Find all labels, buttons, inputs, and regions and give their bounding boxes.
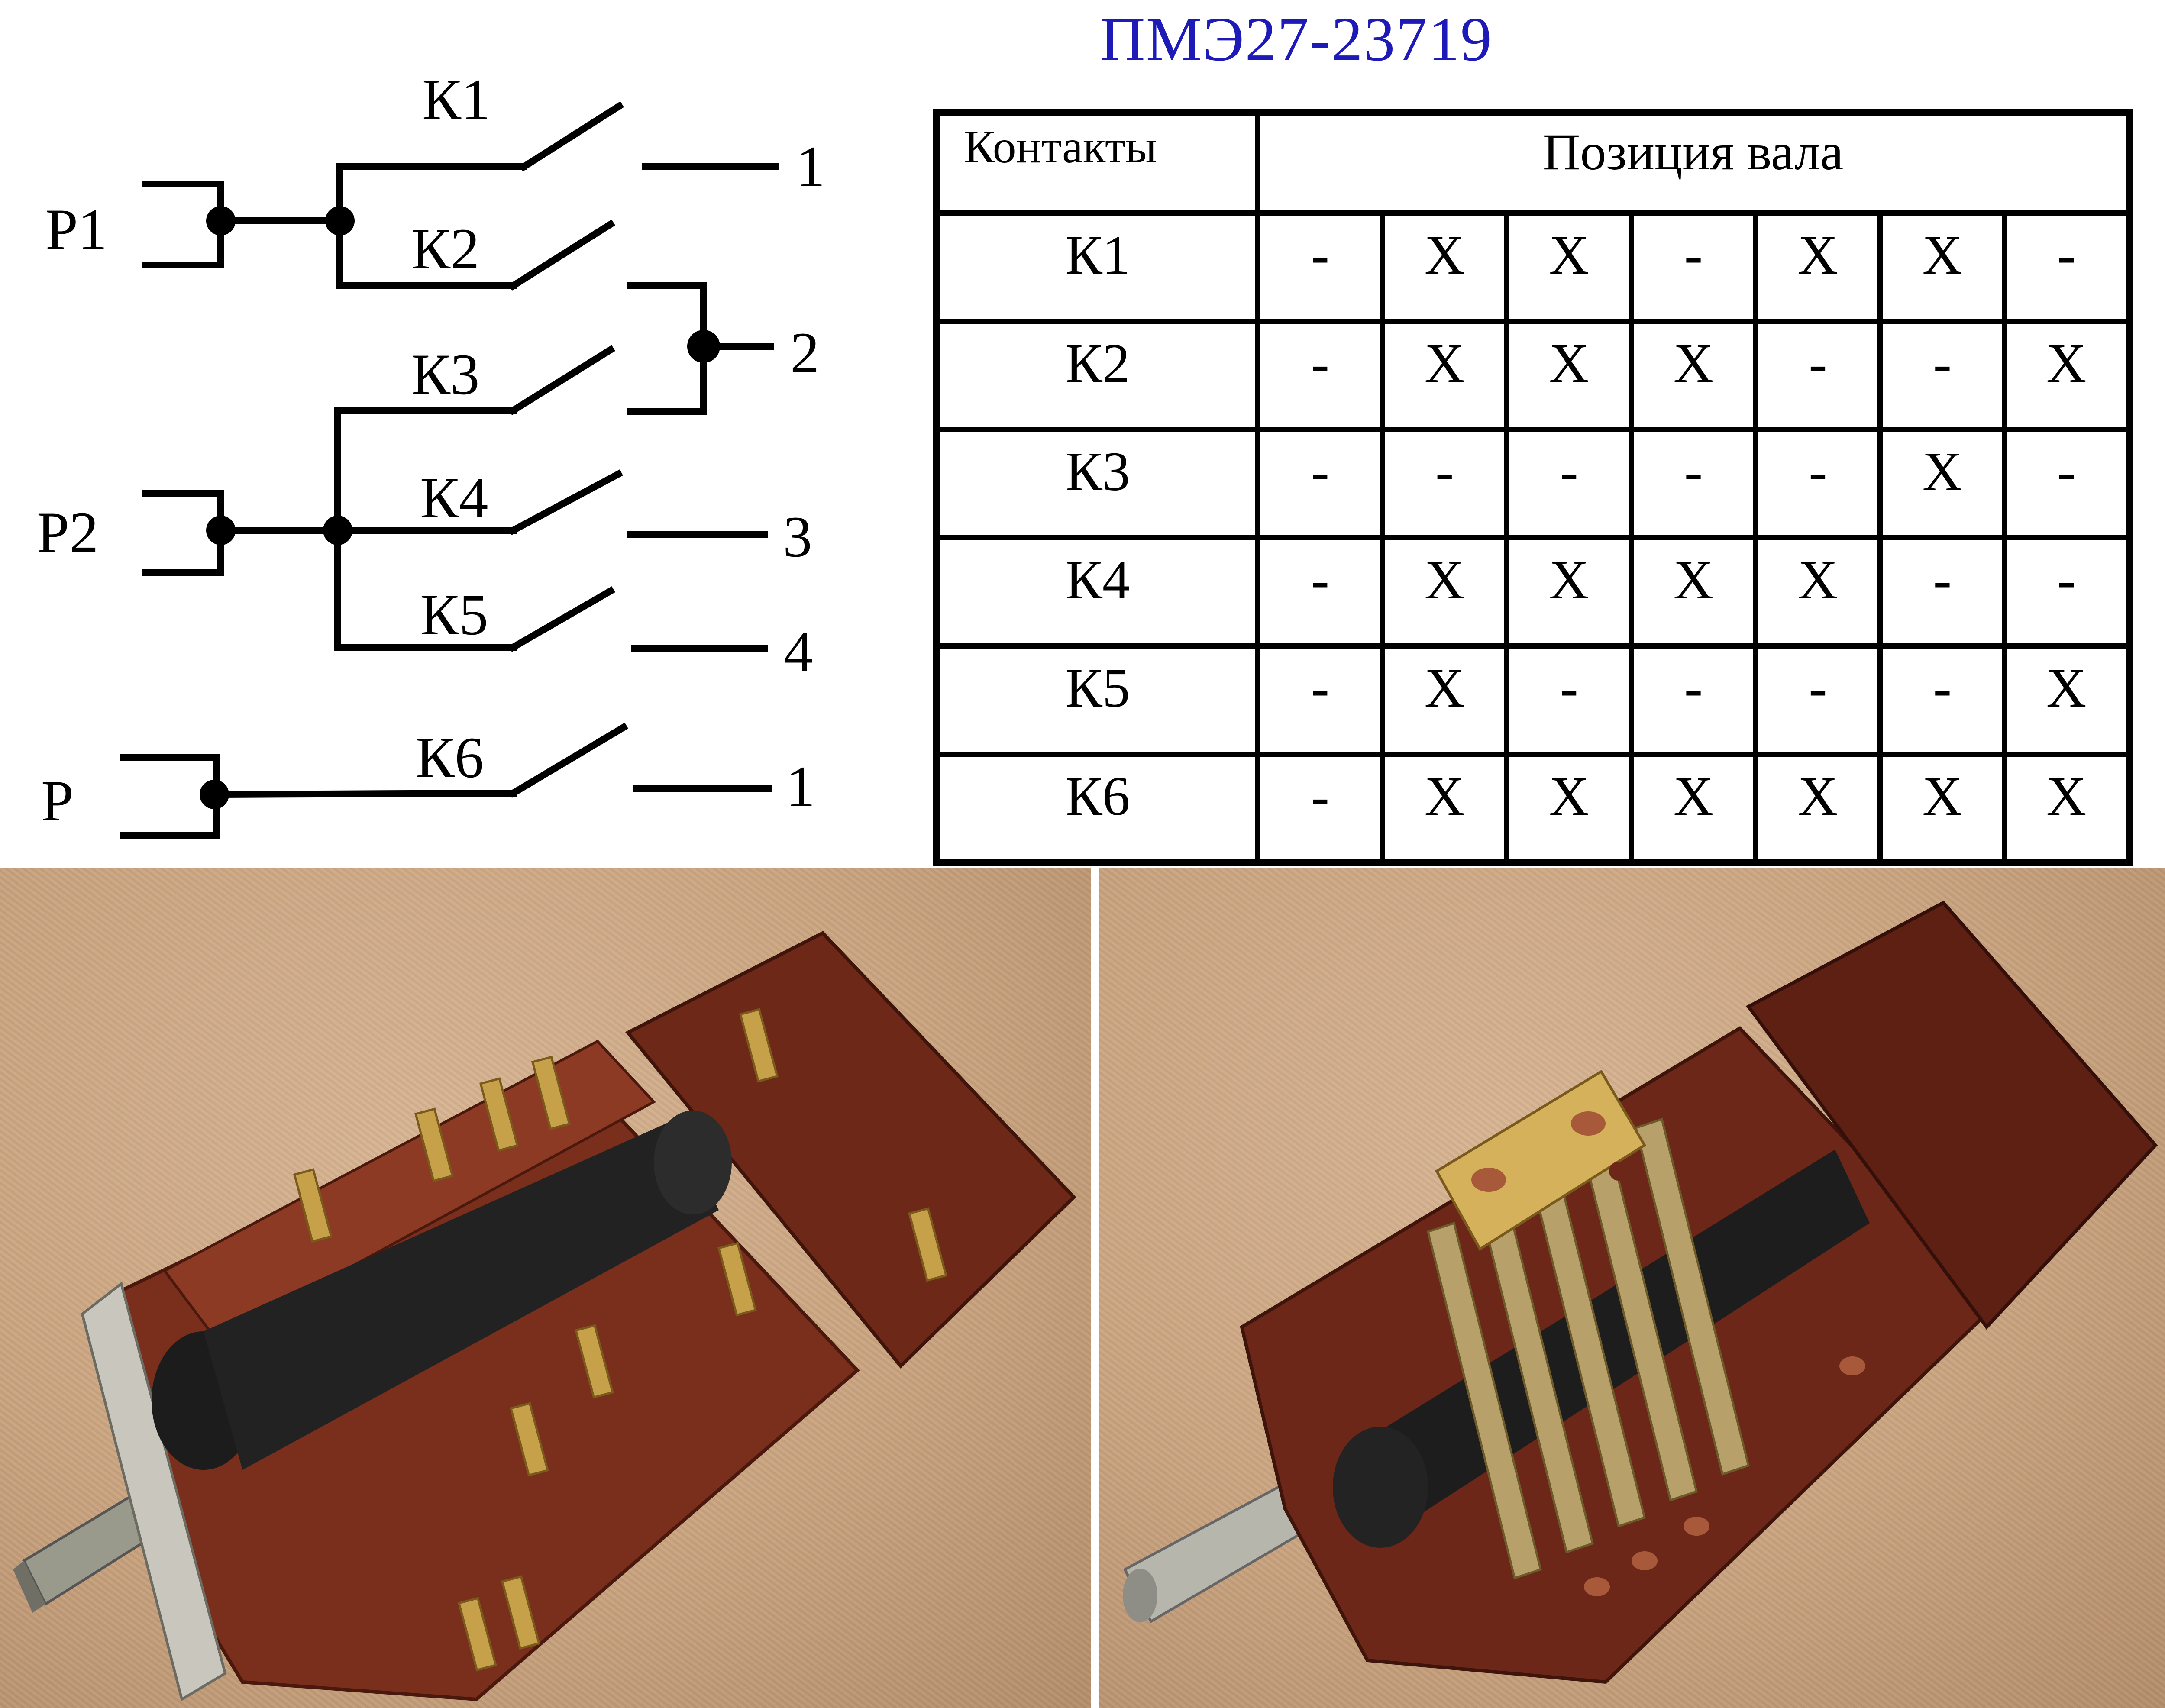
position-cell: X <box>1380 752 1509 865</box>
contact-label-cell: К5 <box>934 643 1260 757</box>
contact-label-k5: К5 <box>420 583 488 647</box>
position-cell: X <box>1380 535 1509 649</box>
junction-dot <box>200 780 229 809</box>
position-cell: X <box>2002 752 2132 865</box>
contact-label-cell: К2 <box>934 319 1260 432</box>
position-cell: X <box>1380 319 1509 432</box>
position-cell: - <box>1380 427 1509 540</box>
position-cell: - <box>1255 643 1385 757</box>
junction-dot <box>323 516 352 545</box>
position-cell: X <box>1877 427 2007 540</box>
cam-shaft <box>152 1111 732 1470</box>
k5-switch-arm <box>508 586 615 652</box>
table-row: К3-----X- <box>934 427 2132 540</box>
switch-photo-front <box>0 868 1091 1708</box>
position-cell: - <box>1504 643 1634 757</box>
header-shaft-position: Позиция вала <box>1255 110 2132 216</box>
contact-label-k3: К3 <box>411 342 480 407</box>
position-cell: X <box>1753 752 1883 865</box>
terminal-label-2: 2 <box>790 321 820 385</box>
position-cell: - <box>1504 427 1634 540</box>
position-cell: - <box>1255 535 1385 649</box>
position-cell: - <box>2002 427 2132 540</box>
switch-photo-contacts <box>1099 868 2165 1708</box>
position-cell: - <box>1877 535 2007 649</box>
k2-switch-arm <box>508 219 616 291</box>
k4-switch-arm <box>508 469 623 535</box>
position-cell: X <box>1504 752 1634 865</box>
terminal-label-3: 3 <box>783 505 812 569</box>
position-cell: X <box>2002 643 2132 757</box>
table-header-row: Контакты Позиция вала <box>934 110 2132 216</box>
contact-label-k4: К4 <box>420 466 488 530</box>
input-label-p2: P2 <box>37 500 99 565</box>
input-label-p1: P1 <box>45 197 107 262</box>
position-cell: X <box>1753 535 1883 649</box>
position-cell: X <box>1629 535 1758 649</box>
position-cell: - <box>1877 643 2007 757</box>
terminal-label-1: 1 <box>796 135 825 199</box>
model-title: ПМЭ27-23719 <box>1100 5 1493 74</box>
contact-label-k1: К1 <box>422 68 491 132</box>
position-cell: - <box>1255 319 1385 432</box>
junction-dot <box>325 206 355 236</box>
junction-dot <box>687 330 720 363</box>
position-cell: - <box>1753 643 1883 757</box>
junction-dot <box>206 516 236 545</box>
position-cell: X <box>2002 319 2132 432</box>
position-cell: - <box>1877 319 2007 432</box>
position-cell: X <box>1877 752 2007 865</box>
position-cell: X <box>1504 210 1634 324</box>
position-cell: X <box>1380 210 1509 324</box>
position-cell: - <box>1255 427 1385 540</box>
position-cell: X <box>1504 319 1634 432</box>
position-cell: - <box>1753 319 1883 432</box>
k3-switch-arm <box>508 345 616 416</box>
contact-label-cell: К3 <box>934 427 1260 540</box>
position-cell: X <box>1877 210 2007 324</box>
contact-label-cell: К4 <box>934 535 1260 649</box>
terminal-label-1-bottom: 1 <box>786 755 815 819</box>
position-cell: - <box>2002 535 2132 649</box>
k1-switch-arm <box>519 101 624 172</box>
position-cell: - <box>1255 210 1385 324</box>
contact-label-k2: К2 <box>411 217 480 281</box>
k6-switch-arm <box>508 723 628 798</box>
terminal-label-4: 4 <box>784 620 813 684</box>
switch-schematic: P1 P2 P К1 К2 К3 К4 К5 К6 1 2 3 4 1 <box>37 68 825 839</box>
header-contacts: Контакты <box>934 110 1260 216</box>
switch-housing-rear <box>1746 900 2158 1330</box>
input-label-p: P <box>41 769 74 833</box>
position-cell: X <box>1629 752 1758 865</box>
contact-label-cell: К6 <box>934 752 1260 865</box>
contact-label-cell: К1 <box>934 210 1260 324</box>
position-cell: - <box>2002 210 2132 324</box>
position-cell: - <box>1629 643 1758 757</box>
position-cell: X <box>1504 535 1634 649</box>
junction-dot <box>206 206 236 236</box>
table-row: К5-X----X <box>934 643 2132 757</box>
position-cell: - <box>1629 210 1758 324</box>
switch-housing-rear <box>625 931 1076 1369</box>
position-cell: - <box>1255 752 1385 865</box>
position-cell: - <box>1753 427 1883 540</box>
position-cell: X <box>1380 643 1509 757</box>
position-cell: X <box>1753 210 1883 324</box>
position-cell: - <box>1629 427 1758 540</box>
position-cell: X <box>1629 319 1758 432</box>
contact-label-k6: К6 <box>416 726 484 790</box>
